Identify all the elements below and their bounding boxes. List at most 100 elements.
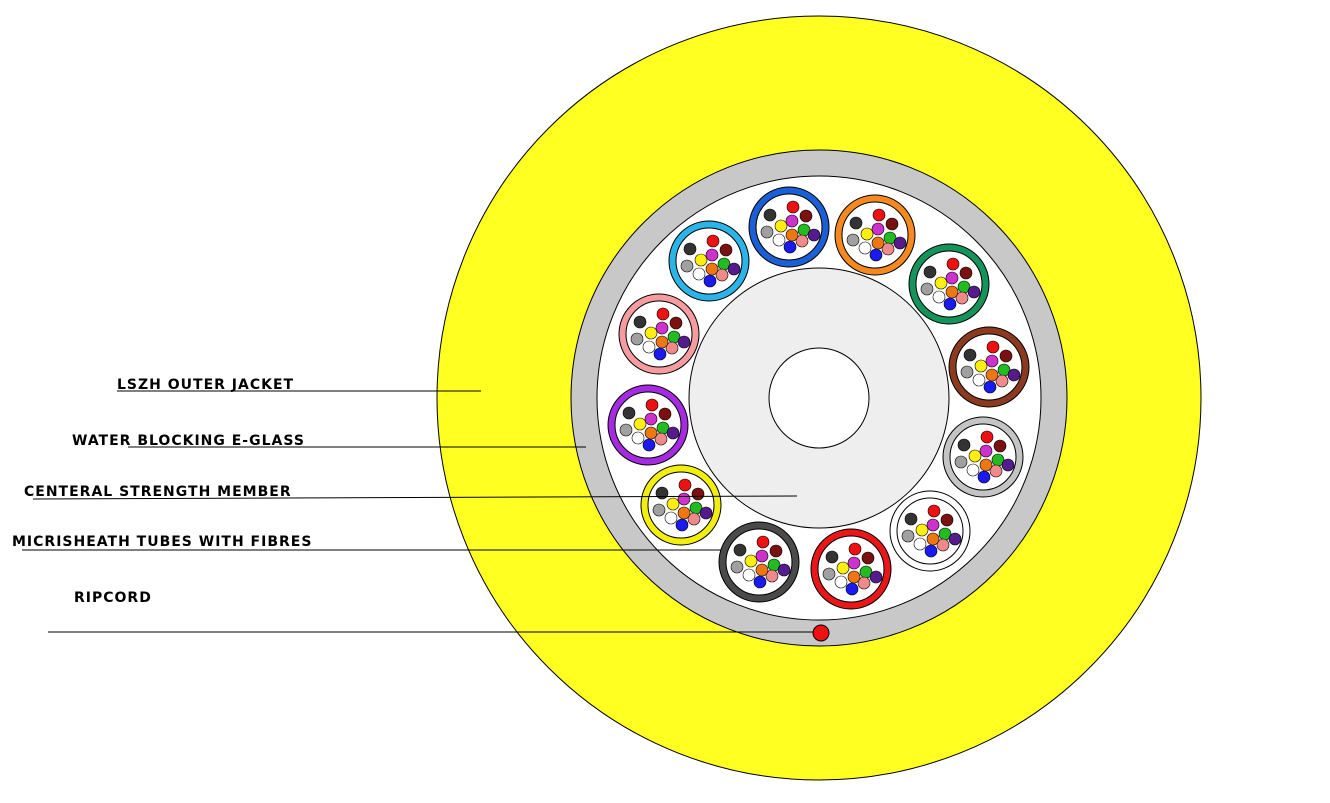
fibre-maroon — [719, 243, 733, 257]
fibre-slate — [822, 567, 836, 581]
fibre-violet — [948, 532, 962, 546]
ripcord-marker — [812, 624, 830, 642]
fibre-rose — [715, 268, 729, 282]
fibre-red — [927, 504, 941, 518]
fibre-orange — [655, 335, 669, 349]
fibre-yellow — [666, 497, 680, 511]
fibre-rose — [955, 291, 969, 305]
fibre-white — [972, 373, 986, 387]
fibre-blue — [845, 582, 859, 596]
fibre-magenta — [755, 549, 769, 563]
fibre-rose — [936, 538, 950, 552]
fibre-white — [834, 575, 848, 589]
tube-white — [889, 490, 971, 572]
leader-line-strength-member — [32, 495, 798, 500]
fibre-black — [622, 406, 636, 420]
fibre-rose — [687, 512, 701, 526]
fibre-white — [966, 463, 980, 477]
fibre-rose — [765, 569, 779, 583]
fibre-magenta — [644, 412, 658, 426]
fibre-black — [849, 216, 863, 230]
fibre-rose — [795, 234, 809, 248]
fibre-white — [664, 511, 678, 525]
fibre-black — [825, 550, 839, 564]
fibre-slate — [846, 233, 860, 247]
label-outer-jacket: LSZH OUTER JACKET — [117, 377, 294, 393]
fibre-violet — [893, 236, 907, 250]
fibre-black — [763, 208, 777, 222]
fibre-yellow — [774, 219, 788, 233]
fibre-maroon — [691, 487, 705, 501]
fibre-maroon — [959, 266, 973, 280]
fibre-red — [756, 535, 770, 549]
fibre-yellow — [915, 523, 929, 537]
fibre-orange — [945, 285, 959, 299]
tube-brown — [948, 326, 1030, 408]
fibre-slate — [960, 365, 974, 379]
fibre-black — [683, 242, 697, 256]
fibre-rose — [665, 341, 679, 355]
fibre-maroon — [999, 349, 1013, 363]
fibre-orange — [979, 458, 993, 472]
fibre-magenta — [926, 518, 940, 532]
fibre-orange — [644, 426, 658, 440]
fibre-maroon — [885, 217, 899, 231]
fibre-rose — [989, 464, 1003, 478]
fibre-blue — [703, 274, 717, 288]
fibre-red — [946, 257, 960, 271]
tube-aqua — [668, 220, 750, 302]
fibre-orange — [985, 368, 999, 382]
tube-slate — [942, 416, 1024, 498]
fibre-yellow — [934, 276, 948, 290]
fibre-violet — [699, 506, 713, 520]
fibre-yellow — [744, 554, 758, 568]
fibre-violet — [666, 426, 680, 440]
microsheath-tubes — [607, 186, 1030, 610]
fibre-rose — [857, 576, 871, 590]
fibre-slate — [630, 332, 644, 346]
tube-yellow — [640, 464, 722, 546]
fibre-blue — [983, 380, 997, 394]
fibre-blue — [977, 470, 991, 484]
fibre-magenta — [655, 321, 669, 335]
fibre-white — [913, 537, 927, 551]
fibre-violet — [1007, 368, 1021, 382]
fibre-slate — [652, 503, 666, 517]
fibre-blue — [675, 518, 689, 532]
fibre-rose — [654, 432, 668, 446]
fibre-maroon — [769, 544, 783, 558]
fibre-red — [678, 478, 692, 492]
fibre-magenta — [785, 214, 799, 228]
fibre-blue — [869, 248, 883, 262]
fibre-magenta — [979, 444, 993, 458]
fibre-slate — [619, 423, 633, 437]
tube-black — [718, 521, 800, 603]
fibre-orange — [926, 532, 940, 546]
fibre-red — [645, 398, 659, 412]
fibre-maroon — [861, 551, 875, 565]
fibre-orange — [785, 228, 799, 242]
tube-orange — [834, 194, 916, 276]
fibre-yellow — [974, 359, 988, 373]
fibre-maroon — [940, 513, 954, 527]
label-strength-member: CENTERAL STRENGTH MEMBER — [24, 484, 292, 500]
fibre-violet — [727, 262, 741, 276]
fibre-orange — [847, 570, 861, 584]
fibre-yellow — [836, 561, 850, 575]
fibre-red — [706, 234, 720, 248]
fibre-white — [692, 267, 706, 281]
fibre-black — [957, 438, 971, 452]
fibre-blue — [642, 438, 656, 452]
fibre-black — [904, 512, 918, 526]
fibre-black — [655, 486, 669, 500]
fibre-white — [631, 431, 645, 445]
fibre-slate — [901, 529, 915, 543]
fibre-white — [642, 340, 656, 354]
fibre-white — [858, 241, 872, 255]
fibre-black — [733, 543, 747, 557]
fibre-black — [963, 348, 977, 362]
fibre-yellow — [968, 449, 982, 463]
fibre-blue — [753, 575, 767, 589]
fibre-orange — [705, 262, 719, 276]
